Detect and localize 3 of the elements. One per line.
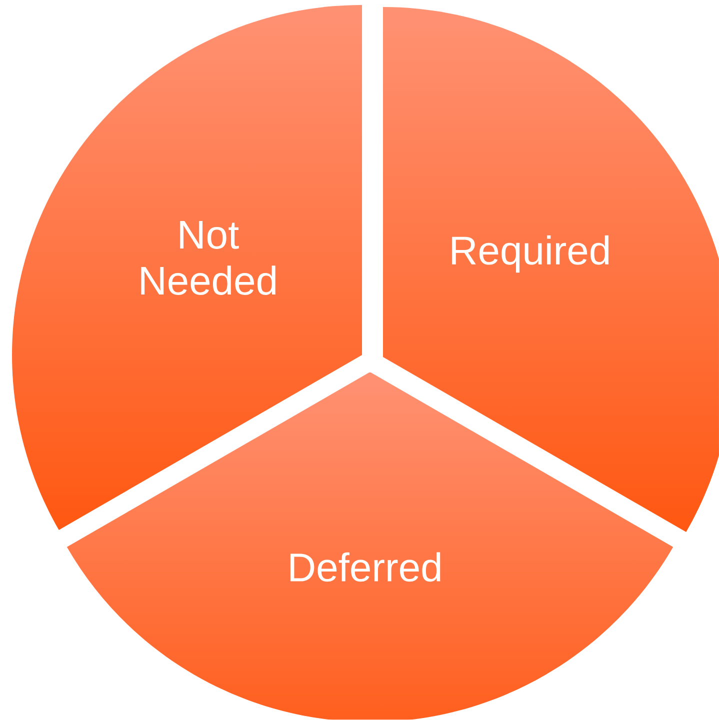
pie-sector: Deferred xyxy=(290,552,440,582)
pie-sector: Required xyxy=(452,235,609,273)
pie-sector: Not Needed xyxy=(141,221,276,295)
